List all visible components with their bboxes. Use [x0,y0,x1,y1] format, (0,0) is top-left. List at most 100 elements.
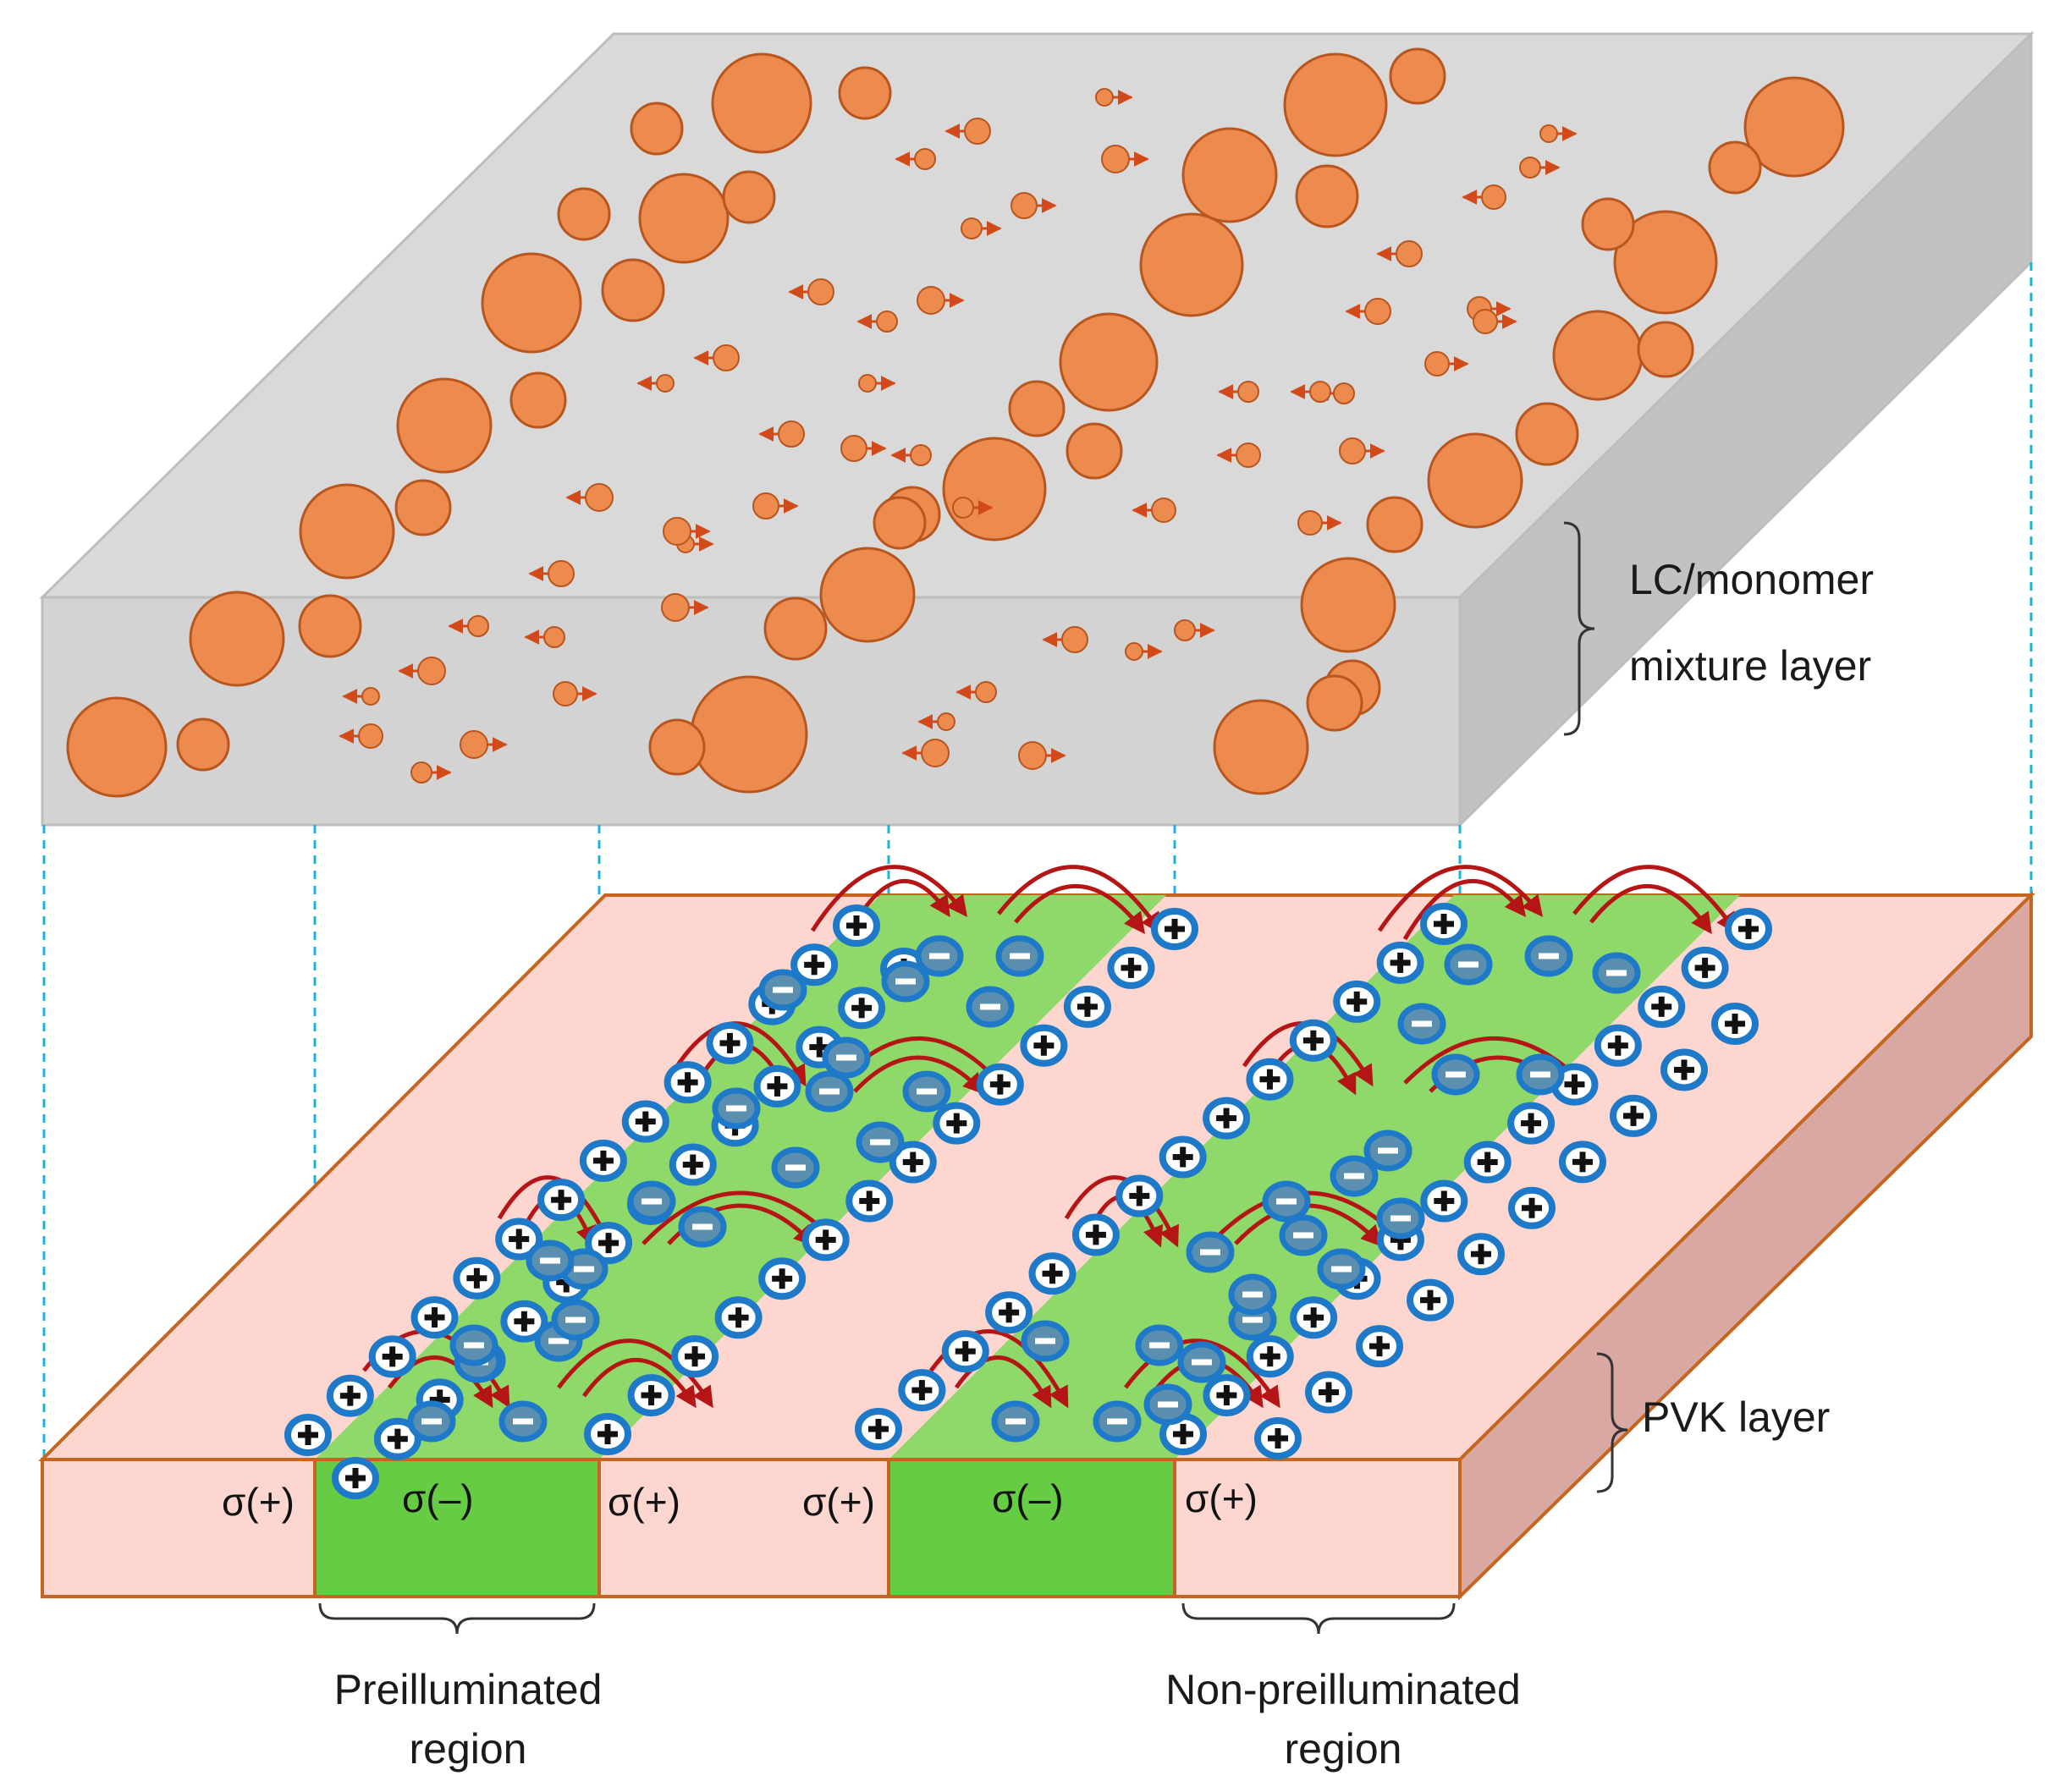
pvk-front-green-2 [887,1458,1176,1598]
plus-charge-icon [1203,1374,1251,1417]
droplet [638,173,730,264]
plus-charge-icon [1711,1003,1759,1045]
drifting-droplet [398,657,446,685]
drift-arrow-icon [853,1055,985,1095]
drift-arrow-icon [997,865,1162,935]
droplet [1637,321,1694,378]
minus-charge-icon [771,1146,820,1189]
minus-charge-icon [1444,943,1493,986]
pvk-front-segment-3 [1173,1458,1462,1598]
plus-charge-icon [1420,903,1468,945]
minus-charge-icon [995,935,1044,977]
plus-charge-icon [985,1291,1033,1334]
minus-charge-icon [1431,1053,1480,1096]
drifting-droplet [1339,437,1385,464]
sigma-label-6: σ(+) [1185,1476,1258,1520]
droplet [1743,76,1845,178]
drifting-droplet [1519,157,1561,179]
plus-charge-icon [671,1335,719,1378]
droplet [601,258,665,322]
droplet [630,102,684,156]
sigma-label-5: σ(–) [992,1476,1064,1520]
droplet [396,377,493,474]
minus-charge-icon [449,1324,498,1366]
drifting-droplet [1010,192,1057,219]
droplet [557,187,611,241]
plus-charge-icon [1356,1325,1403,1368]
droplet [763,596,828,661]
minus-charge-icon [1093,1400,1142,1443]
minus-charge-icon [758,969,807,1011]
preilluminated-label-line1: Preilluminated [333,1666,603,1713]
drifting-droplet [1132,497,1176,523]
droplet [1515,402,1579,466]
drifting-droplet [917,712,955,731]
drifting-droplet [1174,619,1215,641]
drifting-droplet [944,118,991,145]
lc-layer-brace-icon [1563,521,1595,736]
pvk-layer-brace-icon [1596,1352,1628,1493]
plus-charge-icon [1246,1335,1294,1378]
minus-charge-icon [966,986,1015,1028]
plus-charge-icon [889,1141,937,1184]
drifting-droplet [1218,381,1259,403]
minus-charge-icon [1186,1231,1235,1273]
minus-charge-icon [991,1400,1040,1443]
droplet [873,496,927,550]
drift-arrow-icon [1572,865,1737,935]
drift-arrow-icon [1064,1175,1179,1248]
droplet [189,591,285,687]
drift-arrow-icon [1402,879,1527,941]
plus-charge-icon [838,987,886,1030]
plus-charge-icon [1159,1135,1207,1179]
drifting-droplet [840,435,887,462]
drifting-droplet [663,517,711,546]
droplet [1139,212,1244,317]
plus-charge-icon [1107,946,1155,989]
droplet [1213,699,1309,795]
minus-charge-icon [1135,1324,1184,1366]
minus-charge-icon [805,1070,854,1113]
drift-arrow-icon [581,1357,697,1409]
plus-charge-icon [898,1369,946,1412]
plus-charge-icon [1305,1371,1352,1414]
minus-charge-icon [1516,1053,1565,1096]
drifting-droplet [890,444,932,466]
droplet [1300,557,1396,653]
plus-charge-icon [1289,1019,1337,1062]
drift-arrow-icon [1014,883,1146,934]
charges [284,903,1772,1499]
drift-arrow-icon [1589,883,1712,935]
non-preilluminated-label-line1: Non-preilluminated [1165,1666,1521,1713]
plus-charge-icon [1254,1417,1302,1459]
pvk-front-segment-1 [41,1458,317,1598]
drifting-droplet [1018,741,1066,770]
drifting-droplet [1095,88,1133,107]
minus-charge-icon [856,1121,905,1163]
droplet [690,675,808,794]
drifting-droplet [448,615,489,637]
drifting-droplet [917,286,965,315]
preilluminated-brace-icon [318,1602,596,1635]
droplet [1066,422,1123,480]
plus-charge-icon [585,1222,633,1265]
pvk-layer-label: PVK layer [1642,1393,1831,1441]
plus-charge-icon [933,1102,981,1145]
non-preilluminated-label-line2: region [1284,1725,1402,1773]
drifting-droplet [1125,642,1163,661]
drifting-droplet [1473,309,1517,334]
plus-charge-icon [621,1100,669,1143]
droplet [648,718,706,776]
drifting-droplet [1042,626,1088,653]
plus-charge-icon [855,1408,902,1450]
plus-charge-icon [790,943,839,987]
droplet [838,66,892,120]
droplet [1389,47,1446,105]
minus-charge-icon [1143,1383,1192,1426]
droplet [819,547,916,643]
drift-arrow-icon [954,1355,1052,1409]
minus-charge-icon [1177,1341,1226,1383]
drift-arrow-icon [675,1021,807,1087]
drifting-droplet [758,421,805,448]
